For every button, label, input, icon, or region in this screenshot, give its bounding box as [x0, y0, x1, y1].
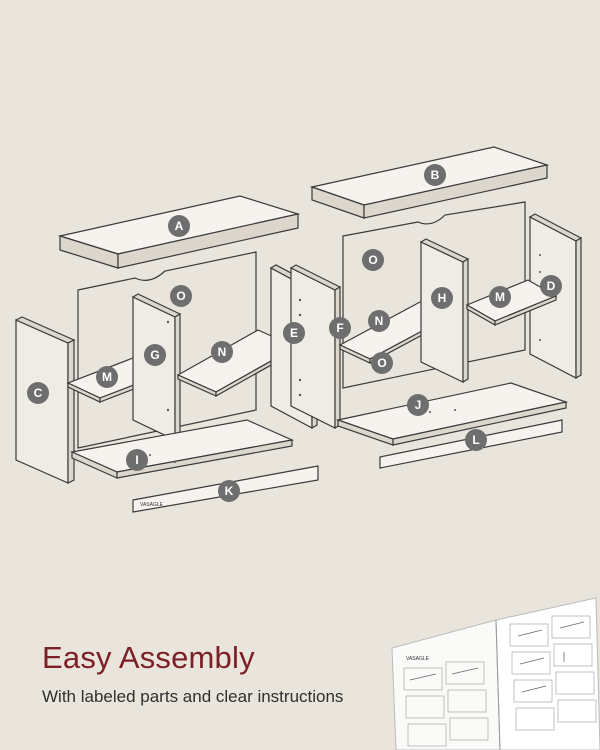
badge-b: B — [424, 164, 446, 186]
kick-plate-brand-mark: VASAGLE — [140, 502, 164, 508]
manual-brand-mark: VASAGLE — [406, 656, 430, 662]
badge-g: G — [144, 344, 166, 366]
part-m-shelf-right — [465, 279, 558, 327]
badge-o-right-top: O — [362, 249, 384, 271]
svg-text:K: K — [225, 484, 234, 498]
badge-l: L — [465, 429, 487, 451]
svg-text:G: G — [150, 348, 159, 362]
svg-text:N: N — [218, 345, 227, 359]
instruction-manual-illustration: VASAGLE — [391, 597, 600, 750]
svg-text:H: H — [438, 291, 447, 305]
subline: With labeled parts and clear instruction… — [42, 687, 344, 706]
badge-c: C — [27, 382, 49, 404]
badge-h: H — [431, 287, 453, 309]
svg-text:M: M — [495, 290, 505, 304]
svg-text:I: I — [135, 453, 138, 467]
svg-text:O: O — [368, 253, 377, 267]
svg-text:E: E — [290, 326, 298, 340]
badge-e: E — [283, 322, 305, 344]
part-f-side-panel — [289, 264, 342, 430]
badge-j: J — [407, 394, 429, 416]
svg-text:F: F — [336, 321, 343, 335]
badge-o-right-bottom: O — [371, 352, 393, 374]
svg-text:L: L — [472, 433, 479, 447]
badge-d: D — [540, 275, 562, 297]
badge-n-left: N — [211, 341, 233, 363]
badge-m-right: M — [489, 286, 511, 308]
svg-text:A: A — [175, 219, 184, 233]
badge-i: I — [126, 449, 148, 471]
badge-n-right: N — [368, 310, 390, 332]
part-c-side-panel — [14, 316, 76, 484]
svg-text:N: N — [375, 314, 384, 328]
part-h-divider — [419, 238, 470, 384]
part-i-bottom-board — [69, 419, 295, 479]
svg-text:J: J — [415, 398, 422, 412]
part-j-bottom-board — [335, 382, 569, 446]
svg-text:D: D — [547, 279, 556, 293]
part-g-divider — [131, 293, 182, 442]
svg-text:O: O — [377, 356, 386, 370]
badge-a: A — [168, 215, 190, 237]
badge-k: K — [218, 480, 240, 502]
svg-text:B: B — [431, 168, 440, 182]
badge-m-left: M — [96, 366, 118, 388]
headline: Easy Assembly — [42, 640, 255, 675]
badge-f: F — [329, 317, 351, 339]
right-cabinet-parts — [289, 146, 583, 469]
left-cabinet-parts: VASAGLE — [14, 195, 319, 513]
svg-text:O: O — [176, 289, 185, 303]
badge-o-left: O — [170, 285, 192, 307]
part-o-back-panel-right — [342, 201, 526, 389]
svg-text:C: C — [34, 386, 43, 400]
svg-text:M: M — [102, 370, 112, 384]
